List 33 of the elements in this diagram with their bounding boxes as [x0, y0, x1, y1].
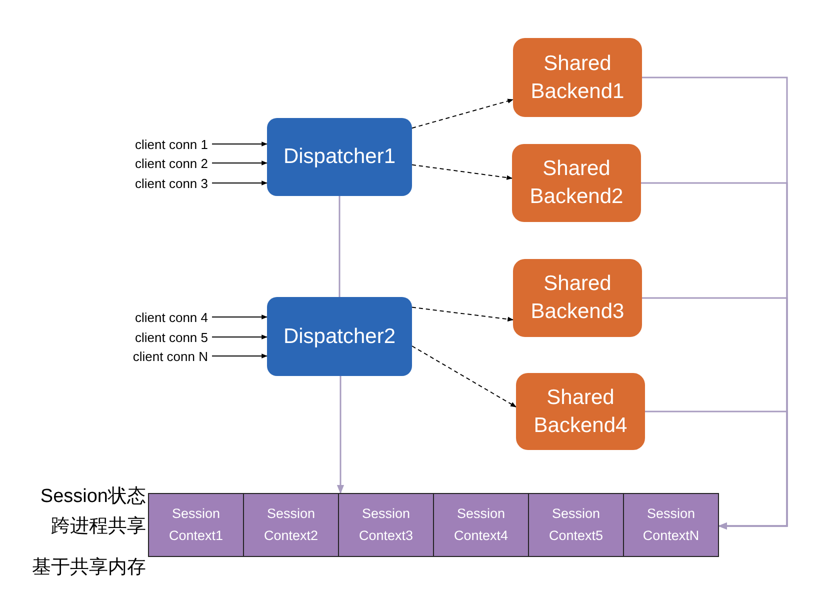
- dashed-arrow: [412, 164, 513, 180]
- arrow: [212, 334, 268, 340]
- context-cell: Session Context2: [243, 493, 339, 557]
- dispatcher-box: Dispatcher2: [267, 297, 412, 376]
- arrow: [212, 142, 268, 146]
- arrow: [336, 376, 344, 494]
- context-cell: Session Context1: [148, 493, 244, 557]
- connection-label: client conn 3: [100, 174, 208, 192]
- dashed-arrow: [412, 346, 517, 408]
- backend-box: Shared Backend3: [513, 259, 642, 337]
- arrow: [212, 180, 268, 186]
- arrow: [212, 160, 268, 166]
- context-cell: Session ContextN: [623, 493, 719, 557]
- dashed-arrow: [412, 306, 514, 322]
- connection-label: client conn 5: [100, 328, 208, 346]
- backend-box: Shared Backend1: [513, 38, 642, 117]
- context-cell: Session Context3: [338, 493, 434, 557]
- connection-label: client conn 2: [100, 154, 208, 172]
- connector-line: [338, 196, 340, 297]
- arrow: [212, 314, 268, 320]
- backend-box: Shared Backend4: [516, 373, 645, 450]
- side-note: 基于共享内存: [31, 556, 146, 580]
- connection-label: client conn 4: [100, 308, 208, 326]
- context-cell: Session Context4: [433, 493, 529, 557]
- dispatcher-box: Dispatcher1: [267, 118, 412, 196]
- context-cell: Session Context5: [528, 493, 624, 557]
- arrow: [645, 410, 788, 530]
- dashed-arrow: [412, 98, 514, 129]
- connection-label: client conn N: [100, 347, 208, 365]
- arrow: [212, 354, 268, 358]
- backend-box: Shared Backend2: [512, 144, 641, 222]
- side-note: Session状态跨进程共享: [39, 485, 146, 539]
- connection-label: client conn 1: [100, 135, 208, 153]
